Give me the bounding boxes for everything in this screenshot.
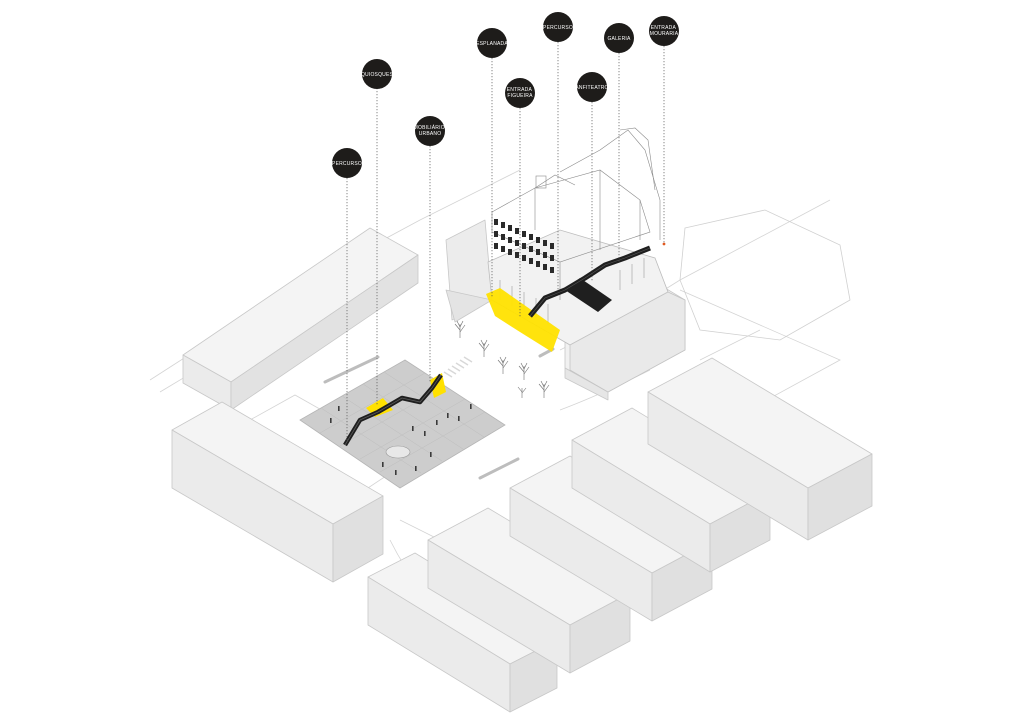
- svg-text:MOBILIÁRIO URBANO: MOBILIÁRIO URBANO: [414, 124, 447, 137]
- main-building: [486, 127, 686, 393]
- callout-esplanada: ESPLANADA: [476, 28, 508, 58]
- svg-text:GALERIA: GALERIA: [607, 36, 631, 42]
- svg-text:PERCURSO: PERCURSO: [332, 161, 362, 167]
- callout-percurso-plaza: PERCURSO: [332, 148, 362, 178]
- callout-galeria: GALERIA: [604, 23, 634, 53]
- esplanade-highlight: [486, 288, 560, 352]
- trees: [454, 320, 550, 398]
- block-bottom-4: [571, 407, 771, 573]
- svg-text:PERCURSO: PERCURSO: [543, 25, 573, 31]
- crosswalk: [443, 356, 473, 378]
- svg-text:QUIOSQUES: QUIOSQUES: [361, 72, 394, 78]
- callout-entrada-mouraria: ENTRADA MOURARIA: [649, 16, 679, 46]
- svg-text:ENTRADA FIGUEIRA: ENTRADA FIGUEIRA: [507, 87, 534, 99]
- block-main-left: [445, 219, 493, 323]
- plaza: [299, 359, 506, 489]
- callout-quiosques: QUIOSQUES: [361, 59, 394, 89]
- leader-lines: [346, 42, 665, 440]
- furniture-highlight: [430, 373, 446, 398]
- svg-text:ESPLANADA: ESPLANADA: [476, 41, 508, 47]
- people: [330, 404, 472, 475]
- block-bottom-5: [647, 357, 873, 541]
- facade-windows: [494, 219, 554, 273]
- block-bottom-2: [427, 507, 631, 674]
- callout-entrada-figueira: ENTRADA FIGUEIRA: [505, 78, 535, 108]
- block-left: [171, 401, 384, 583]
- callout-percurso-building: PERCURSO: [543, 12, 573, 42]
- surrounding-blocks: [171, 219, 873, 713]
- gallery-block: [565, 278, 612, 312]
- callout-mobiliario-urbano: MOBILIÁRIO URBANO: [414, 116, 447, 146]
- svg-text:ENTRADA MOURARIA: ENTRADA MOURARIA: [650, 25, 679, 37]
- callouts: PERCURSO QUIOSQUES MOBILIÁRIO URBANO ESP…: [332, 12, 679, 178]
- callout-anfiteatro: ANFITEATRO: [575, 72, 608, 102]
- plaza-fountain: [385, 445, 411, 459]
- empty-lot: [679, 209, 851, 341]
- svg-text:ANFITEATRO: ANFITEATRO: [575, 85, 608, 91]
- block-upper-left: [182, 227, 419, 411]
